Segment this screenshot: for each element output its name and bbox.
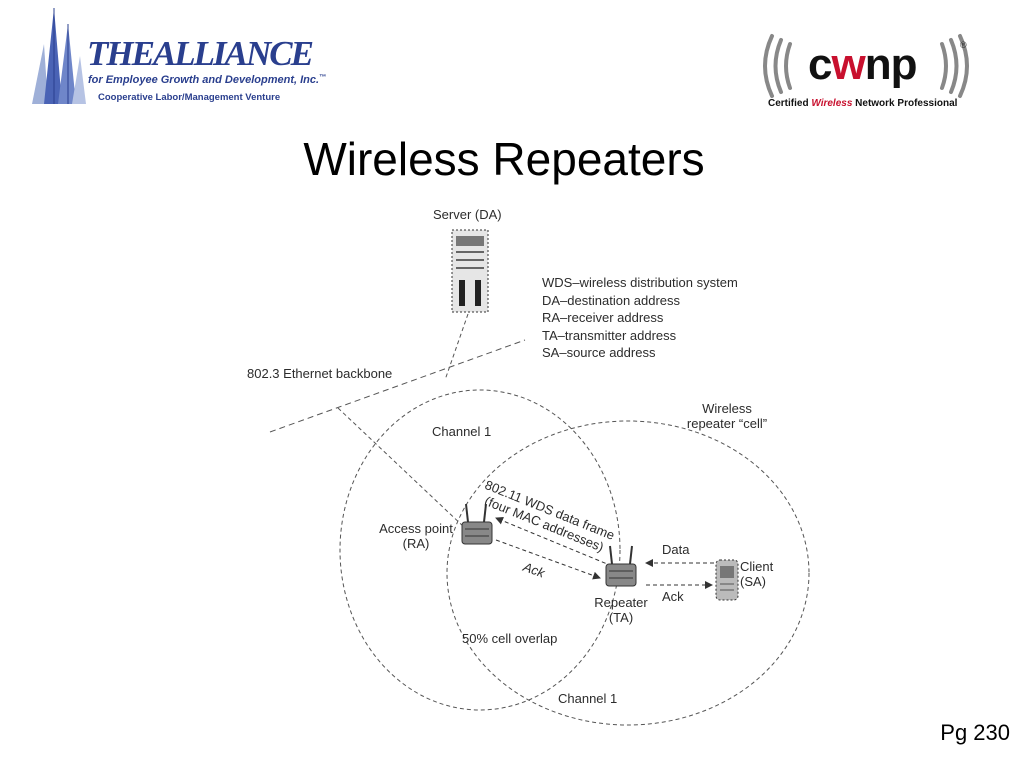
repeater-cell-label: Wireless repeater “cell” [686, 401, 768, 431]
channel-top-label: Channel 1 [432, 424, 492, 439]
repeater-icon [605, 545, 637, 587]
alliance-subtitle: for Employee Growth and Development, Inc… [88, 74, 327, 86]
ethernet-backbone-line [269, 339, 526, 433]
legend-item: SA–source address [542, 345, 656, 360]
legend-item: RA–receiver address [542, 310, 664, 325]
alliance-logo [24, 4, 284, 108]
slide-title: Wireless Repeaters [303, 133, 705, 185]
legend: WDS–wireless distribution system DA–dest… [542, 274, 738, 362]
server-icon [451, 229, 489, 313]
alliance-name: THEALLIANCE [87, 34, 314, 73]
skyscraper-logo-icon [32, 8, 86, 104]
backbone-label: 802.3 Ethernet backbone [247, 366, 393, 381]
server-link-line [444, 313, 469, 381]
data-label: Data [662, 542, 690, 557]
ack-ap-label: Ack [521, 559, 547, 581]
alliance-tagline: Cooperative Labor/Management Venture [98, 92, 281, 103]
channel-bottom-label: Channel 1 [558, 691, 618, 706]
cwnp-registered-mark: ® [960, 40, 967, 50]
ack-client-label: Ack [662, 589, 684, 604]
client-device-icon [715, 559, 739, 601]
repeater-label: Repeater (TA) [594, 595, 648, 625]
legend-item: TA–transmitter address [542, 327, 677, 343]
server-label: Server (DA) [433, 207, 502, 222]
legend-item: WDS–wireless distribution system [542, 275, 738, 290]
overlap-label: 50% cell overlap [462, 631, 558, 646]
wds-frame-label: 802.11 WDS data frame (four MAC addresse… [482, 477, 617, 555]
cwnp-tagline: Certified Wireless Network Professional [768, 98, 958, 109]
access-point-label: Access point (RA) [379, 521, 453, 551]
client-label: Client (SA) [740, 559, 774, 589]
legend-item: DA–destination address [542, 292, 681, 308]
page-number: Pg 230 [940, 720, 1010, 745]
cwnp-name: cwnp [808, 40, 917, 89]
